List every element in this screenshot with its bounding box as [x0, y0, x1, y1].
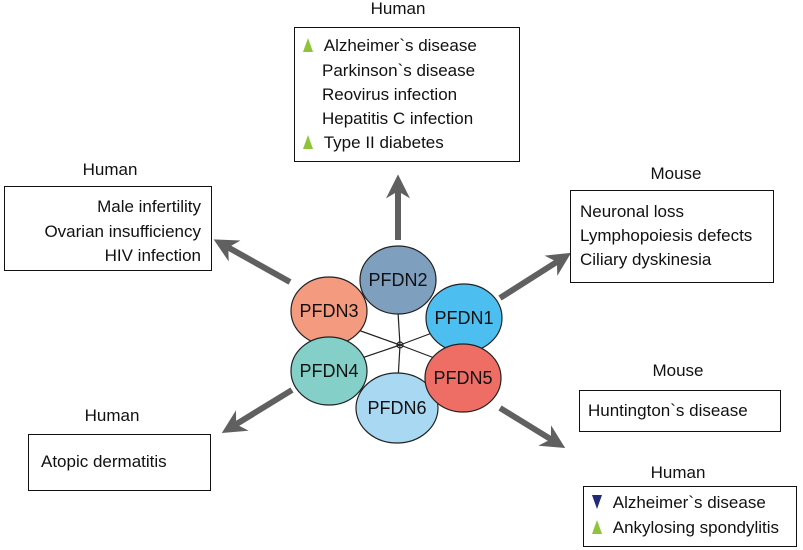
subunit-PFDN6-ellipse: [355, 372, 439, 444]
subunit-PFDN2: PFDN2: [359, 245, 437, 315]
arrow-to-left-top-human: [213, 239, 292, 285]
subunit-PFDN6: PFDN6: [355, 372, 439, 444]
top-disease-box: Alzheimer`s disease Parkinson`s disease …: [294, 27, 520, 162]
top-item-1: Alzheimer`s disease: [303, 36, 519, 56]
subunit-PFDN6-label: PFDN6: [367, 398, 426, 418]
down-triangle-icon: [592, 495, 602, 509]
left-bottom-header: Human: [84, 406, 140, 425]
up-triangle-icon: [303, 135, 313, 149]
right-top-item-2: Lymphopoiesis defects: [580, 226, 753, 245]
right-mid-item-1: Huntington`s disease: [588, 401, 748, 420]
up-triangle-icon: [303, 38, 313, 52]
up-triangle-icon: [592, 520, 602, 534]
arrow-to-left-bottom-human: [221, 387, 294, 434]
top-item-5: Type II diabetes: [303, 133, 519, 153]
right-bottom-disease-box: Alzheimer`s disease Ankylosing spondylit…: [583, 486, 797, 547]
top-item-4: Hepatitis C infection: [322, 109, 474, 128]
left-top-item-3: HIV infection: [104, 246, 201, 265]
left-bottom-disease-box: Atopic dermatitis: [28, 434, 211, 491]
subunit-PFDN3-label: PFDN3: [299, 301, 358, 321]
subunit-PFDN2-ellipse: [359, 245, 437, 315]
subunit-PFDN4-ellipse: [290, 336, 368, 406]
left-top-disease-box: Male infertility Ovarian insufficiency H…: [4, 186, 212, 271]
subunit-PFDN5-label: PFDN5: [433, 368, 492, 388]
right-bottom-header: Human: [650, 463, 706, 482]
left-top-item-1: Male infertility: [97, 197, 201, 216]
subunit-PFDN3: PFDN3: [290, 276, 368, 346]
left-top-item-2: Ovarian insufficiency: [44, 222, 201, 241]
right-bottom-item-1-text: Alzheimer`s disease: [612, 493, 766, 512]
right-mid-header: Mouse: [652, 361, 704, 380]
right-bottom-item-2: Ankylosing spondylitis: [592, 518, 796, 538]
right-mid-disease-box: Huntington`s disease: [579, 390, 781, 432]
right-bottom-item-1: Alzheimer`s disease: [592, 493, 796, 513]
top-item-2: Parkinson`s disease: [322, 61, 476, 80]
subunit-PFDN5: PFDN5: [424, 343, 502, 413]
top-item-5-text: Type II diabetes: [323, 133, 444, 152]
top-header: Human: [370, 0, 426, 18]
left-top-header: Human: [82, 160, 138, 179]
subunit-PFDN2-label: PFDN2: [368, 270, 427, 290]
top-item-1-text: Alzheimer`s disease: [323, 36, 477, 55]
top-item-3: Reovirus infection: [322, 85, 458, 104]
left-bottom-item-1: Atopic dermatitis: [41, 452, 167, 471]
right-bottom-item-2-text: Ankylosing spondylitis: [612, 518, 780, 537]
subunit-PFDN5-ellipse: [424, 343, 502, 413]
right-top-header: Mouse: [650, 164, 702, 183]
arrow-to-right-bottom: [498, 405, 566, 449]
right-top-item-3: Ciliary dyskinesia: [580, 250, 712, 269]
subunit-PFDN4: PFDN4: [290, 336, 368, 406]
right-top-item-1: Neuronal loss: [580, 202, 684, 221]
subunit-PFDN1-label: PFDN1: [434, 308, 493, 328]
subunit-PFDN4-label: PFDN4: [299, 361, 358, 381]
arrow-to-right-top-mouse: [498, 252, 572, 301]
subunit-PFDN1: PFDN1: [425, 283, 503, 353]
right-top-disease-box: Neuronal loss Lymphopoiesis defects Cili…: [570, 190, 774, 283]
